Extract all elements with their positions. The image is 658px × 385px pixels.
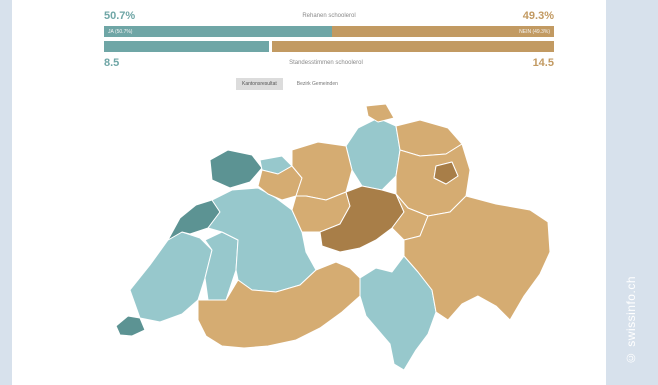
region-vaud[interactable]	[129, 231, 213, 323]
region-geneva[interactable]	[115, 315, 146, 337]
popular-vote-yes-segment: JA (50.7%)	[104, 26, 333, 37]
switzerland-map	[115, 103, 551, 371]
region-central-switzerland[interactable]	[319, 185, 405, 253]
view-toggle-group: Kantonsresultat Bezirk Gemeinden	[236, 78, 344, 90]
region-valais[interactable]	[197, 261, 361, 349]
popular-vote-bar: JA (50.7%) NEIN (49.3%)	[104, 26, 554, 37]
popular-vote-label: Rehanen schoolerol	[302, 13, 356, 19]
region-graub-nden[interactable]	[403, 195, 551, 321]
region-jura[interactable]	[209, 149, 263, 189]
region-neuch-tel[interactable]	[167, 199, 221, 241]
region-aargau[interactable]	[291, 141, 353, 201]
cantonal-vote-row: 8.5 Standesstimmen schoolerol 14.5	[104, 57, 554, 69]
toggle-district-results[interactable]: Bezirk Gemeinden	[296, 81, 338, 87]
credit-label: © swissinfo.ch	[624, 275, 638, 365]
popular-vote-no-segment: NEIN (49.3%)	[332, 26, 554, 37]
cantonal-vote-label: Standesstimmen schoolerol	[289, 60, 363, 66]
region-schaffhausen[interactable]	[365, 103, 395, 123]
no-percentage: 49.3%	[522, 10, 554, 22]
region-zurich[interactable]	[345, 117, 401, 191]
popular-vote-row: 50.7% Rehanen schoolerol 49.3%	[104, 10, 554, 22]
no-cantons-value: 14.5	[532, 57, 554, 69]
yes-percentage: 50.7%	[104, 10, 136, 22]
region-appenzell[interactable]	[433, 161, 459, 185]
yes-cantons-value: 8.5	[104, 57, 120, 69]
region-ticino[interactable]	[359, 255, 437, 371]
toggle-canton-results[interactable]: Kantonsresultat	[236, 78, 283, 90]
cantonal-vote-yes-segment	[104, 41, 270, 52]
cantonal-vote-no-segment	[272, 41, 554, 52]
cantonal-vote-bar	[104, 41, 554, 52]
